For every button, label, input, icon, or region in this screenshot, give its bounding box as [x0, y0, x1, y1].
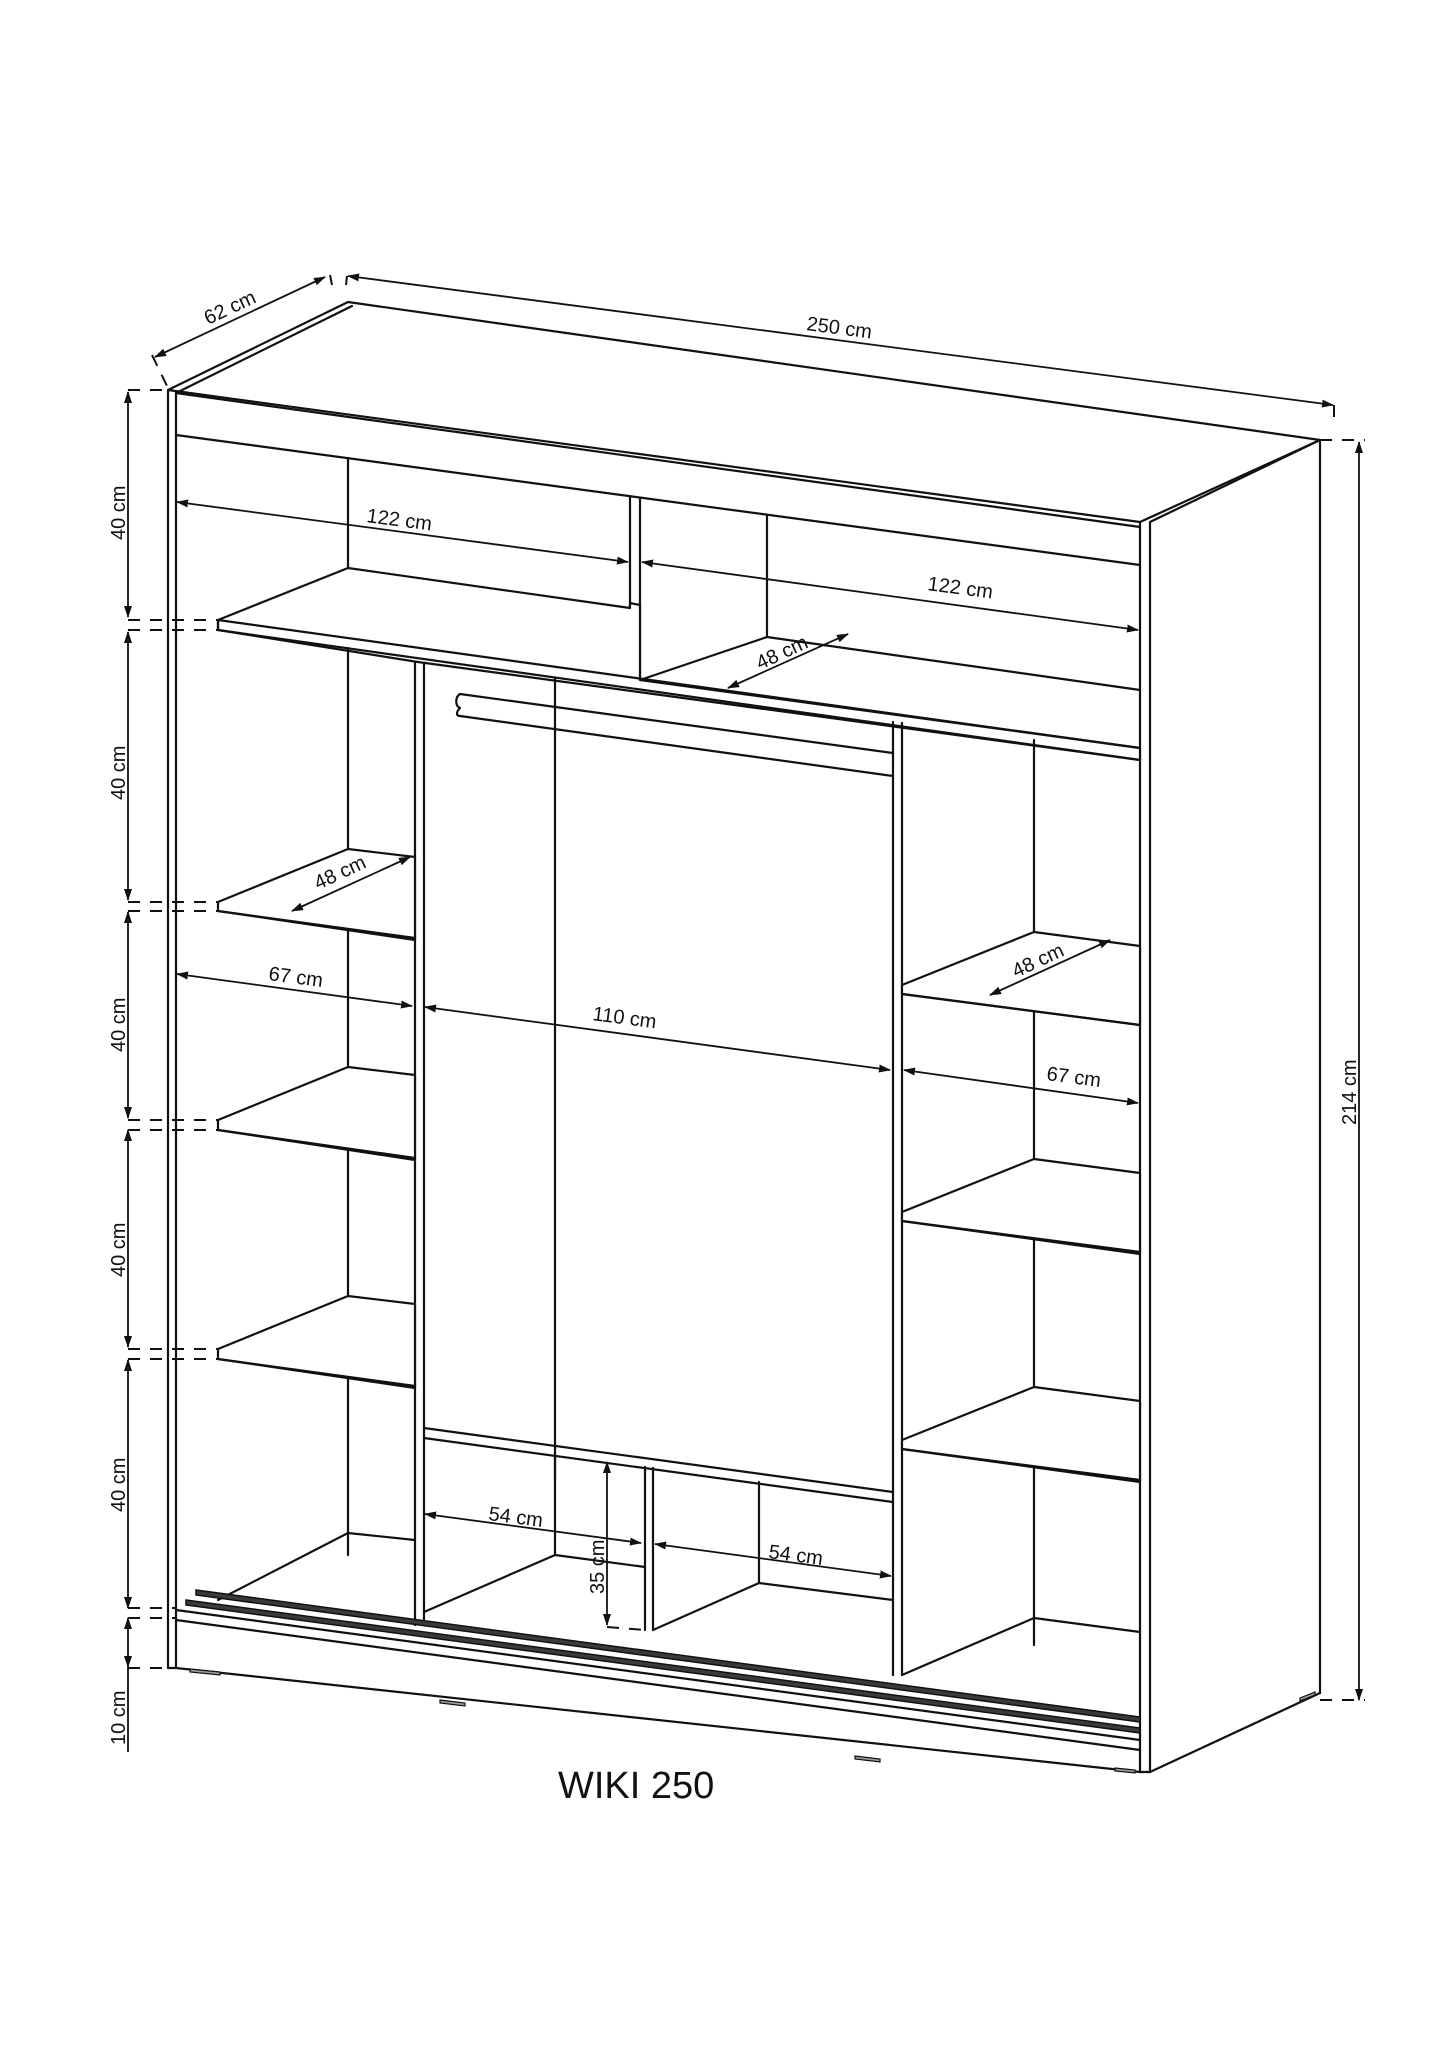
left-column: [216, 646, 426, 1627]
model-title: WIKI 250: [558, 1765, 714, 1807]
top-left-width-label: 122 cm: [365, 505, 433, 535]
bottom-right-width-label: 54 cm: [767, 1541, 824, 1570]
left-spacing-2-label: 40 cm: [108, 746, 130, 800]
left-spacing-6-label: 10 cm: [108, 1691, 130, 1745]
left-spacing-3-label: 40 cm: [108, 998, 130, 1052]
dimension-bottom-compartments: 54 cm 54 cm 35 cm: [424, 1461, 892, 1631]
top-right-width-label: 122 cm: [926, 573, 994, 603]
left-spacing-5-label: 40 cm: [108, 1458, 130, 1512]
left-spacing-1-label: 40 cm: [108, 486, 130, 540]
middle-width-label: 110 cm: [591, 1003, 657, 1033]
middle-column: [422, 676, 904, 1677]
wardrobe-carcass: [166, 300, 1322, 1774]
height-label: 214 cm: [1339, 1059, 1361, 1125]
dimension-middle-column: 110 cm: [424, 1003, 891, 1073]
right-column: [900, 738, 1142, 1677]
right-width-label: 67 cm: [1045, 1063, 1102, 1092]
depth-label: 62 cm: [201, 287, 260, 330]
bottom-height-label: 35 cm: [587, 1540, 609, 1594]
left-spacing-4-label: 40 cm: [108, 1223, 130, 1277]
width-label: 250 cm: [805, 313, 873, 343]
dimension-height: 214 cm: [1320, 439, 1365, 1701]
bottom-left-width-label: 54 cm: [487, 1503, 544, 1532]
dimension-left-spacing: 40 cm 40 cm 40 cm 40 cm 40 cm 10 cm: [108, 389, 218, 1752]
plinth-and-door-rails: [174, 1589, 1316, 1774]
